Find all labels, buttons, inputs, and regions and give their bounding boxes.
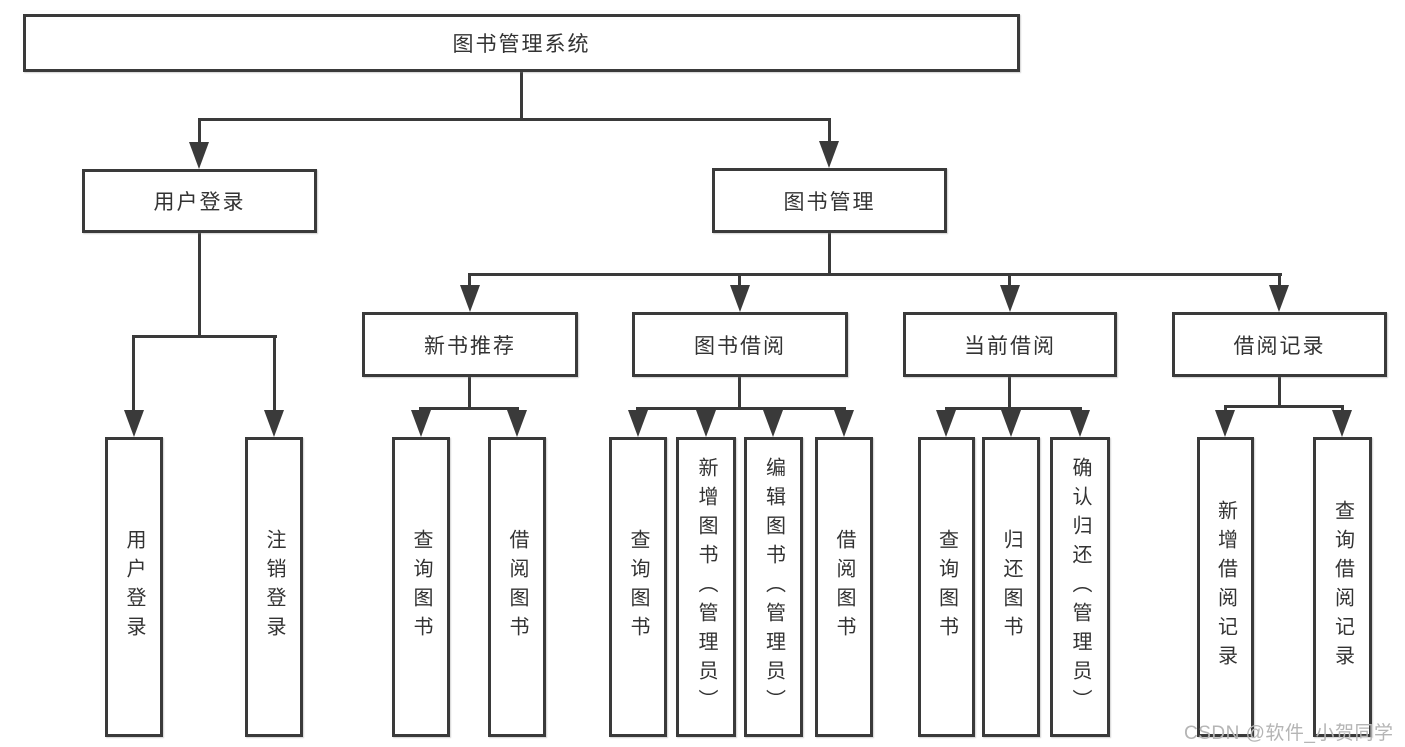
arrow-down-icon	[1215, 410, 1235, 437]
arrow-down-icon	[507, 410, 527, 437]
node-root: 图书管理系统	[23, 14, 1020, 72]
arrow-down-icon	[411, 410, 431, 437]
connector-line	[945, 407, 1082, 410]
leaf-logout: 注销登录	[245, 437, 303, 737]
arrow-down-icon	[1070, 410, 1090, 437]
connector-line	[1224, 405, 1227, 413]
leaf-add-book-admin: 新增图书（管理员）	[676, 437, 736, 737]
connector-line	[520, 72, 523, 118]
connector-line	[468, 377, 471, 407]
leaf-return-book: 归还图书	[982, 437, 1040, 737]
arrow-down-icon	[1269, 285, 1289, 312]
node-user-login: 用户登录	[82, 169, 317, 233]
connector-line	[1008, 377, 1011, 407]
connector-line	[738, 377, 741, 407]
connector-line	[468, 273, 1282, 276]
connector-line	[1341, 405, 1344, 413]
connector-line	[1008, 273, 1011, 287]
arrow-down-icon	[264, 410, 284, 437]
connector-line	[828, 118, 831, 143]
arrow-down-icon	[1000, 285, 1020, 312]
arrow-down-icon	[936, 410, 956, 437]
arrow-down-icon	[628, 410, 648, 437]
arrow-down-icon	[730, 285, 750, 312]
leaf-query-borrow-record: 查询借阅记录	[1313, 437, 1372, 737]
arrow-down-icon	[1332, 410, 1352, 437]
connector-line	[1278, 377, 1281, 405]
connector-line	[1224, 405, 1344, 408]
connector-line	[132, 335, 135, 412]
arrow-down-icon	[124, 410, 144, 437]
leaf-query-book-current: 查询图书	[918, 437, 975, 737]
connector-line	[198, 118, 831, 121]
arrow-down-icon	[1001, 410, 1021, 437]
arrow-down-icon	[763, 410, 783, 437]
leaf-borrow-book-newrec: 借阅图书	[488, 437, 546, 737]
leaf-edit-book-admin: 编辑图书（管理员）	[744, 437, 803, 737]
arrow-down-icon	[460, 285, 480, 312]
arrow-down-icon	[696, 410, 716, 437]
node-current-borrow: 当前借阅	[903, 312, 1117, 377]
arrow-down-icon	[834, 410, 854, 437]
leaf-query-book-borrow: 查询图书	[609, 437, 667, 737]
node-new-book-recommend: 新书推荐	[362, 312, 578, 377]
leaf-add-borrow-record: 新增借阅记录	[1197, 437, 1254, 737]
csdn-watermark: CSDN @软件_小贺同学	[1184, 723, 1394, 744]
leaf-borrow-book: 借阅图书	[815, 437, 873, 737]
connector-line	[198, 233, 201, 335]
node-book-borrow: 图书借阅	[632, 312, 848, 377]
connector-line	[273, 335, 276, 412]
connector-line	[1278, 273, 1281, 287]
connector-line	[132, 335, 277, 338]
leaf-query-book-newrec: 查询图书	[392, 437, 450, 737]
node-book-management: 图书管理	[712, 168, 947, 233]
connector-line	[828, 233, 831, 273]
leaf-user-login: 用户登录	[105, 437, 163, 737]
connector-line	[419, 407, 519, 410]
connector-line	[198, 118, 201, 143]
arrow-down-icon	[189, 142, 209, 169]
node-borrow-records: 借阅记录	[1172, 312, 1387, 377]
leaf-confirm-return-admin: 确认归还（管理员）	[1050, 437, 1110, 737]
connector-line	[468, 273, 471, 287]
arrow-down-icon	[819, 141, 839, 168]
connector-line	[738, 273, 741, 287]
connector-line	[636, 407, 846, 410]
